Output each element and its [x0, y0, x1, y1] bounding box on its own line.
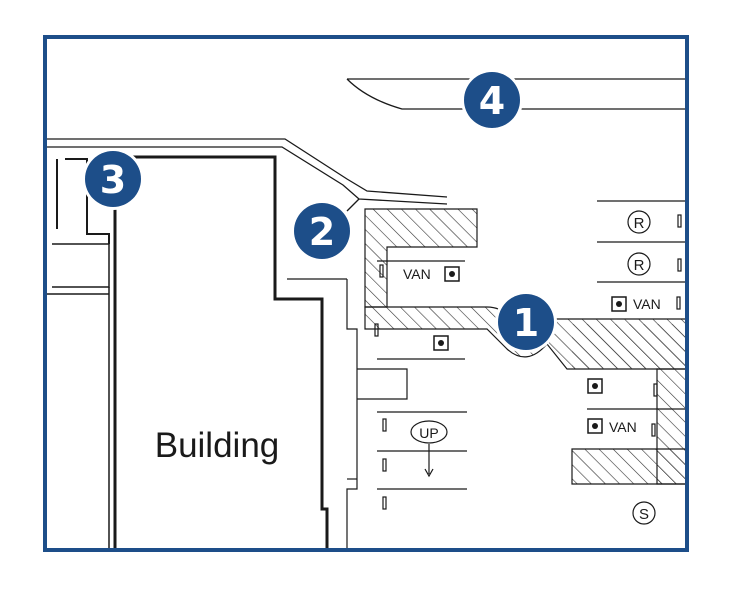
access-aisles [364, 208, 685, 485]
reserved-marker-bottom: R [627, 252, 651, 276]
svg-text:S: S [639, 506, 649, 523]
building-label: Building [155, 426, 280, 465]
arrow-down-icon [424, 444, 434, 478]
accessible-stall-right-middle [587, 378, 603, 394]
svg-text:VAN: VAN [609, 419, 637, 435]
svg-text:1: 1 [513, 301, 539, 345]
callout-badge-4[interactable]: 4 [461, 69, 523, 131]
van-stall-right-top: VAN [611, 296, 661, 312]
svg-text:VAN: VAN [633, 296, 661, 312]
reserved-marker-top: R [627, 210, 651, 234]
svg-text:4: 4 [479, 79, 505, 123]
van-stall-right-bottom: VAN [587, 418, 637, 435]
svg-text:R: R [634, 215, 645, 232]
wheel-stops [374, 214, 682, 510]
svg-text:VAN: VAN [403, 266, 431, 282]
site-map-frame: Building R R [43, 35, 689, 552]
callout-badge-3[interactable]: 3 [82, 148, 144, 210]
canopy-outline [47, 138, 448, 212]
callout-badge-1[interactable]: 1 [495, 291, 557, 353]
svg-text:UP: UP [419, 425, 438, 441]
site-plan-diagram: Building R R [47, 69, 685, 548]
accessible-stall-left-lower [433, 335, 449, 351]
callout-badge-2[interactable]: 2 [291, 200, 353, 262]
top-road [346, 78, 685, 110]
building-outline [47, 155, 408, 548]
svg-text:R: R [634, 257, 645, 274]
svg-text:3: 3 [100, 158, 126, 202]
parking-stall-lines [377, 200, 685, 490]
van-stall-left: VAN [403, 266, 460, 282]
up-marker: UP [410, 420, 448, 478]
svg-text:2: 2 [309, 210, 335, 254]
s-marker: S [632, 501, 656, 525]
